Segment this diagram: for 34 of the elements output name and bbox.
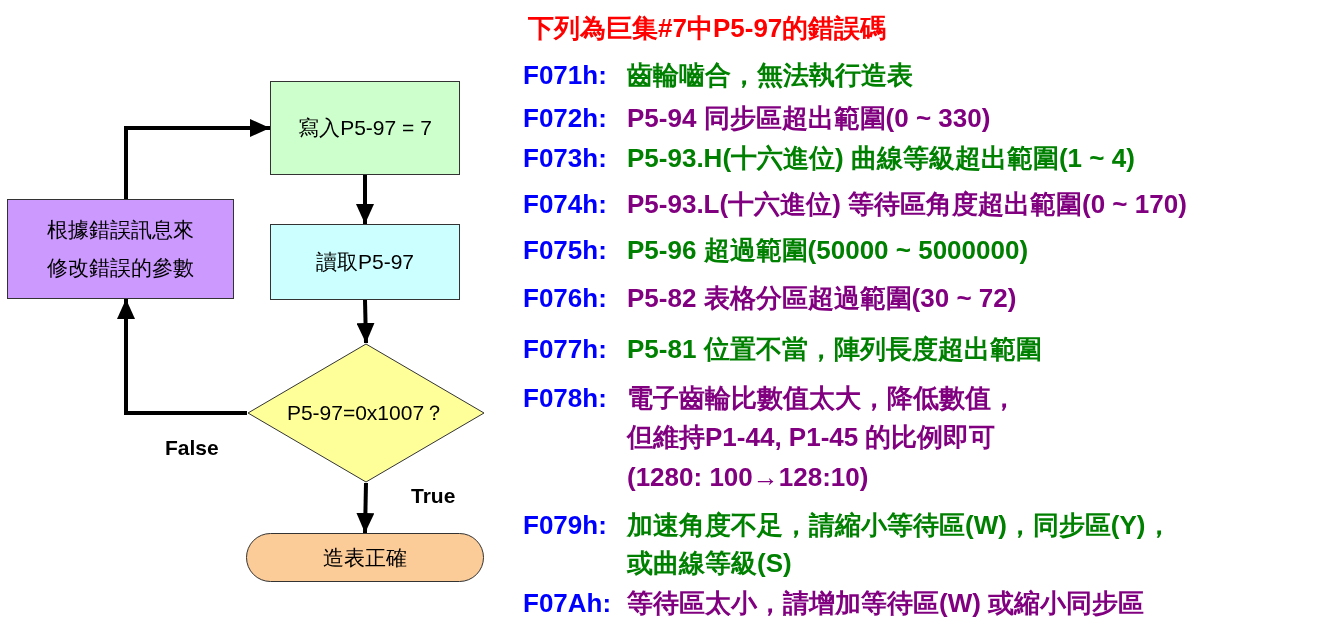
arrow — [356, 299, 375, 344]
arrow — [356, 175, 374, 224]
process-box: 寫入P5-97 = 7 — [270, 81, 460, 175]
error-code: F07Ah: — [523, 588, 612, 618]
error-description: (1280: 100→128:10) — [627, 462, 869, 492]
error-description: 加速角度不足，請縮小等待區(W)，同步區(Y)， — [627, 510, 1172, 540]
error-code: F072h: — [523, 103, 607, 133]
error-description: 但維持P1-44, P1-45 的比例即可 — [627, 422, 996, 452]
error-description: 電子齒輪比數值太大，降低數值， — [627, 383, 1017, 413]
error-code: F077h: — [523, 334, 607, 364]
error-description: P5-82 表格分區超過範圍(30 ~ 72) — [627, 283, 1017, 313]
error-description: P5-93.L(十六進位) 等待區角度超出範圍(0 ~ 170) — [627, 189, 1187, 219]
error-code: F075h: — [523, 235, 607, 265]
error-description: P5-94 同步區超出範圍(0 ~ 330) — [627, 103, 991, 133]
error-code: F071h: — [523, 60, 607, 90]
arrow — [124, 119, 270, 199]
error-code: F073h: — [523, 143, 607, 173]
error-code: F079h: — [523, 510, 607, 540]
arrow — [356, 482, 375, 534]
error-description: 等待區太小，請增加等待區(W) 或縮小同步區 — [627, 588, 1145, 618]
error-description: P5-93.H(十六進位) 曲線等級超出範圍(1 ~ 4) — [627, 143, 1135, 173]
arrow — [117, 299, 247, 415]
process-box: 根據錯誤訊息來修改錯誤的參數 — [7, 199, 234, 299]
error-description: 齒輪嚙合，無法執行造表 — [627, 60, 913, 90]
terminal-box: 造表正確 — [246, 533, 484, 582]
error-code: F074h: — [523, 189, 607, 219]
error-code: F078h: — [523, 383, 607, 413]
error-description: P5-96 超過範圍(50000 ~ 5000000) — [627, 235, 1029, 265]
error-code: F076h: — [523, 283, 607, 313]
process-box: 讀取P5-97 — [270, 224, 460, 300]
error-description: 或曲線等級(S) — [627, 548, 792, 578]
error-description: P5-81 位置不當，陣列長度超出範圍 — [627, 334, 1042, 364]
title: 下列為巨集#7中P5-97的錯誤碼 — [528, 13, 887, 43]
decision-diamond: P5-97=0x1007？ — [247, 343, 485, 483]
